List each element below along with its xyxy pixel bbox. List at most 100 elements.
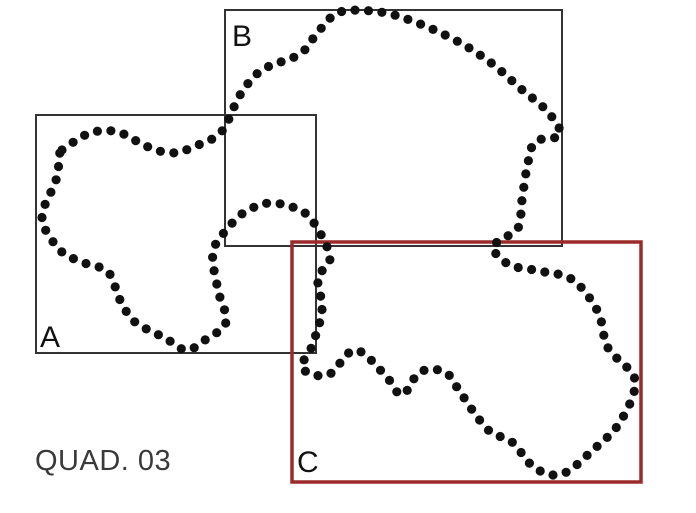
outline-dot [356,347,366,357]
outline-dot [547,112,557,122]
outline-dot [517,85,527,95]
outline-dot [194,139,204,150]
outline-dot [48,237,58,247]
outline-dot [309,218,319,228]
outline-dot [165,336,175,346]
outline-dot [375,365,386,375]
outline-dot [46,187,56,197]
outline-dot [308,34,318,44]
outline-dot [566,274,576,284]
outline-dot [289,52,299,62]
outline-dot [521,169,531,179]
outline-dot [592,441,602,451]
outline-dot [538,102,548,112]
outline-dot [516,209,526,219]
outline-dot [599,330,609,340]
outline-dot [81,258,91,269]
outline-dot [325,13,335,23]
outline-dot [622,362,632,372]
box-a [35,114,317,354]
outline-dot [105,269,115,279]
outline-dot [513,222,524,232]
outline-dot [316,23,326,33]
outline-dot [467,404,477,414]
outline-dot [553,269,563,279]
outline-dot [235,90,245,100]
outline-dot [217,126,227,136]
outline-dot [53,161,64,172]
outline-dot [507,437,517,447]
box-b-label: B [232,20,252,53]
outline-dot [392,387,402,397]
outline-dot [519,182,529,192]
box-c-label: C [297,446,319,479]
outline-dot [497,67,507,77]
outline-dot [344,348,354,358]
outline-dot [602,432,612,442]
outline-dot [603,343,613,353]
outline-dot [384,375,395,385]
outline-dot [325,255,335,265]
outline-dot [119,129,129,139]
outline-dot [311,331,321,341]
outline-dot [237,209,247,219]
outline-dot [55,148,65,158]
outline-dot [582,450,592,460]
outline-dot [130,317,140,327]
outline-dot [483,425,494,435]
outline-dot [92,126,102,136]
outline-dot [536,134,546,144]
outline-dot [115,294,125,305]
dotted-outline [37,5,640,480]
outline-dot [176,344,186,354]
outline-dot [596,317,607,327]
outline-dot [68,137,78,147]
outline-dot [535,466,545,476]
quad-caption: QUAD. 03 [35,445,171,477]
outline-dot [300,208,310,218]
outline-dot [182,145,192,155]
outline-dot [153,330,163,340]
outline-dot [403,14,413,24]
outline-dot [141,324,151,334]
outline-dot [229,102,239,112]
box-c [290,240,643,484]
outline-dot [40,199,50,209]
outline-dot [110,282,120,292]
outline-dot [288,202,298,212]
outline-dot [276,57,286,67]
outline-dot [37,212,47,223]
outline-dot [315,318,325,328]
outline-dot [503,231,513,241]
outline-dot [625,399,635,409]
outline-dot [629,373,640,383]
outline-dot [300,366,310,376]
outline-dot [322,242,332,252]
outline-dot [219,305,230,315]
outline-dot [80,130,90,140]
outline-dot [523,156,534,166]
outline-dot [629,386,639,396]
outline-dot [377,7,387,17]
outline-dot [335,358,345,368]
outline-dot [227,218,237,228]
outline-dot [169,148,179,158]
outline-dot [611,422,621,433]
outline-dot [252,69,262,79]
outline-dot [576,282,586,292]
outline-dot [106,126,116,136]
outline-dot [540,267,550,277]
outline-dot [464,43,474,53]
outline-dot [452,382,462,392]
outline-dot [200,335,210,345]
outline-dot [316,230,326,240]
outline-dot [121,306,131,316]
outline-dot [524,458,535,468]
outline-dot [444,370,454,380]
outline-dot [243,79,253,89]
outline-dot [501,258,511,268]
outline-dot [513,262,523,273]
outline-dot [189,343,199,353]
outline-dot [428,24,438,34]
outline-dot [440,30,450,40]
